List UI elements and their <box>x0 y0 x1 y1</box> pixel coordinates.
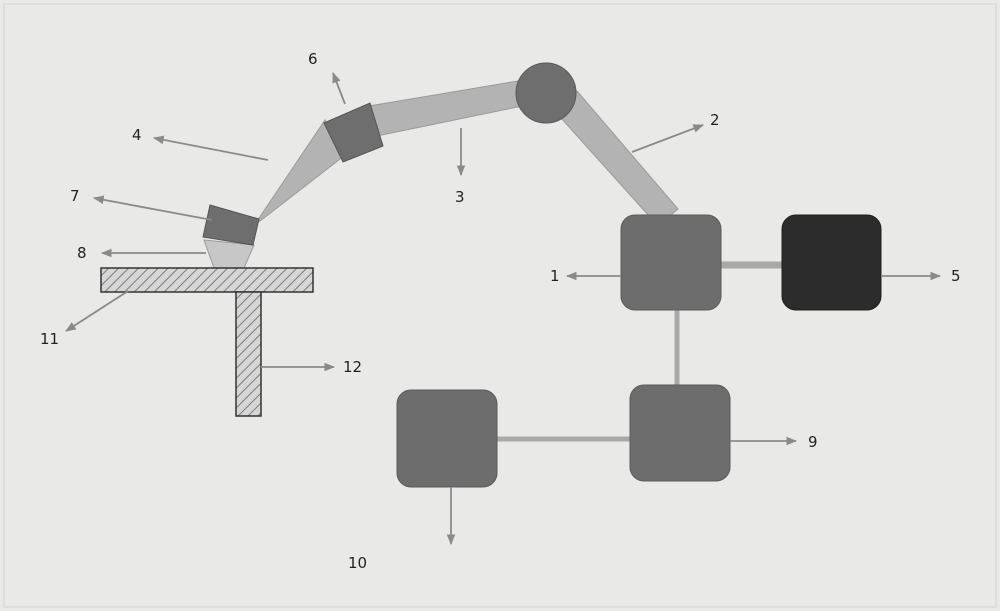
leader-6 <box>333 73 345 104</box>
label-12: 12 <box>343 358 362 376</box>
dark-box-5 <box>782 215 881 310</box>
box-9 <box>630 385 730 481</box>
joint-7 <box>203 205 259 245</box>
label-2: 2 <box>710 111 720 129</box>
shoulder-joint <box>516 63 576 123</box>
leader-7 <box>94 198 212 220</box>
box-10 <box>397 390 497 487</box>
label-8: 8 <box>77 244 87 262</box>
label-6: 6 <box>308 50 318 68</box>
arm-link-3 <box>369 80 532 136</box>
workbench-top-11 <box>101 268 313 292</box>
label-9: 9 <box>808 433 818 451</box>
workbench <box>101 268 313 416</box>
label-11: 11 <box>40 330 59 348</box>
leader-2 <box>632 125 703 152</box>
label-1: 1 <box>550 267 560 285</box>
leader-11 <box>66 291 128 331</box>
label-7: 7 <box>70 187 80 205</box>
workbench-leg-12 <box>236 292 261 416</box>
label-5: 5 <box>951 267 961 285</box>
robot-arm <box>203 63 678 268</box>
reference-numerals: 1 2 3 4 5 6 7 8 9 10 11 12 <box>40 50 961 572</box>
leader-4 <box>154 138 268 160</box>
label-4: 4 <box>132 126 142 144</box>
arm-link-2 <box>552 91 678 226</box>
controller-box-1 <box>621 215 721 310</box>
label-10: 10 <box>348 554 367 572</box>
label-3: 3 <box>455 188 465 206</box>
